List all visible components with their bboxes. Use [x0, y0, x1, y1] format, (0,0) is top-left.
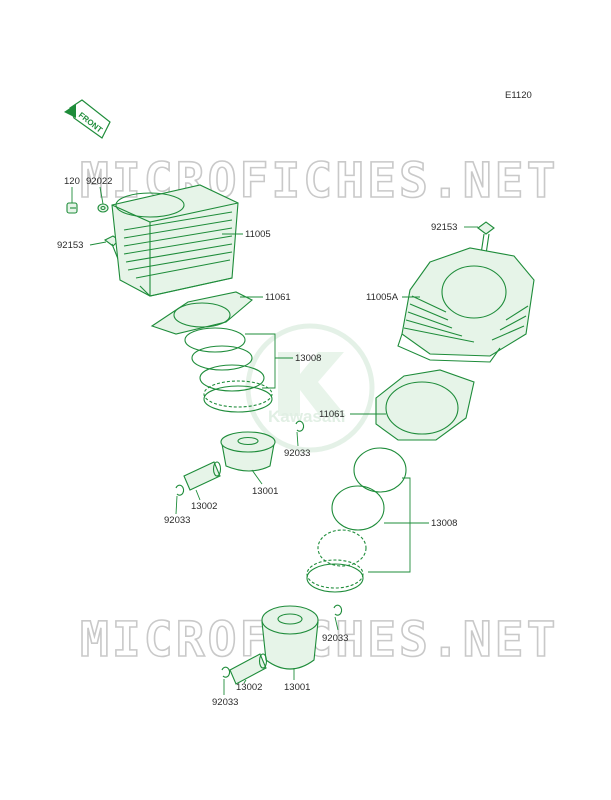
label-11061-front: 11061 [265, 292, 291, 303]
label-92033-right-rear: 92033 [322, 633, 348, 644]
piston-pin-front-icon [183, 461, 222, 491]
piston-front-icon [220, 431, 276, 472]
gasket-rear-icon [375, 369, 475, 441]
bolt-120-icon [66, 202, 78, 214]
label-120: 120 [64, 176, 80, 187]
cylinder-front-icon [111, 184, 239, 297]
label-92033-left-front: 92033 [164, 515, 190, 526]
stud-92153-rear-icon [477, 221, 495, 255]
label-13002-rear: 13002 [236, 682, 262, 693]
label-13002-front: 13002 [191, 501, 217, 512]
label-13001-front: 13001 [252, 486, 278, 497]
label-11005: 11005 [245, 229, 271, 240]
kawasaki-wordmark: Kawasaki [268, 407, 346, 426]
circlip-92033-left-rear-icon [221, 666, 231, 678]
circlip-92033-right-front-icon [295, 420, 305, 432]
piston-rear-icon [261, 605, 319, 670]
piston-rings-rear-icon [306, 447, 407, 593]
watermark-bottom: MICROFICHES.NET [80, 612, 558, 668]
circlip-92033-right-rear-icon [333, 604, 343, 616]
label-92033-left-rear: 92033 [212, 697, 238, 708]
gasket-front-icon [150, 291, 253, 335]
washer-92022-icon [97, 203, 109, 213]
kawasaki-logo-watermark: Kawasaki [245, 323, 375, 453]
label-13008-rear: 13008 [431, 518, 457, 529]
front-arrow-icon: FRONT [64, 99, 111, 139]
label-92022: 92022 [86, 176, 112, 187]
piston-pin-rear-icon [229, 653, 268, 685]
label-92033-right-front: 92033 [284, 448, 310, 459]
piston-rings-front-icon [184, 327, 273, 413]
label-92153-rear: 92153 [431, 222, 457, 233]
label-92153-front: 92153 [57, 240, 83, 251]
circlip-92033-left-front-icon [175, 484, 185, 496]
label-11061-rear: 11061 [319, 409, 345, 420]
cylinder-rear-icon [397, 247, 535, 363]
diagram-code: E1120 [505, 90, 532, 101]
label-13001-rear: 13001 [284, 682, 310, 693]
label-13008-front: 13008 [295, 353, 321, 364]
label-11005A: 11005A [366, 292, 399, 303]
